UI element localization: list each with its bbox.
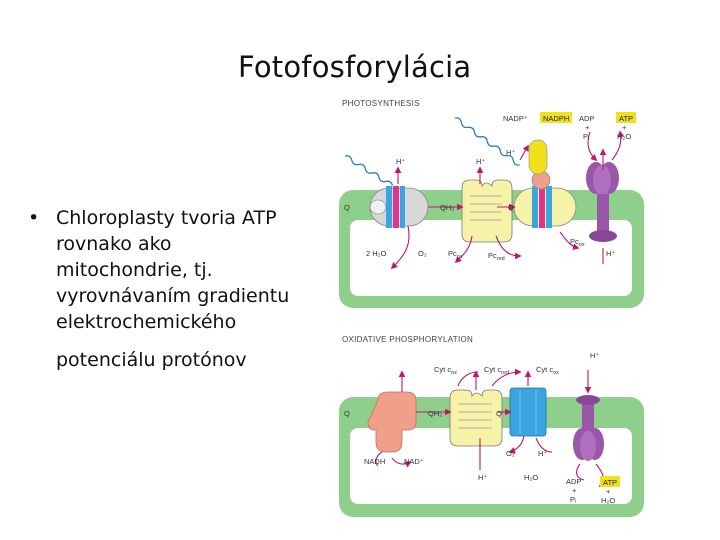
light-wave-2 bbox=[454, 117, 520, 166]
label-h-top-ox: H⁺ bbox=[590, 351, 599, 360]
complex-iv bbox=[509, 387, 547, 437]
bullet-line-5: elektrochemického bbox=[56, 311, 237, 333]
label-q-right-photo: Q bbox=[508, 203, 514, 212]
label-q-right-ox: Q bbox=[496, 409, 502, 418]
label-cyt-c-ox-1: Cyt cox bbox=[434, 365, 457, 376]
oxphos-heading: OXIDATIVE PHOSPHORYLATION bbox=[342, 335, 473, 344]
bullet-line-1: Chloroplasty tvoria ATP bbox=[56, 207, 277, 229]
label-h2o-ox: H₂O bbox=[524, 473, 538, 482]
label-pi-ox: Pᵢ bbox=[570, 495, 576, 504]
oxidative-phosphorylation-panel: OXIDATIVE PHOSPHORYLATION bbox=[339, 335, 644, 517]
label-q-left-ox: Q bbox=[344, 409, 350, 418]
label-h-b2-ox: H⁺ bbox=[478, 473, 487, 482]
label-pc-red: Pcred bbox=[488, 251, 505, 262]
bullet-line-3: mitochondrie, tj. bbox=[56, 259, 213, 281]
cytochrome-b6f bbox=[461, 179, 513, 243]
atp-synthase-oxphos bbox=[573, 395, 604, 461]
label-o2-ox: O₂ bbox=[506, 449, 515, 458]
psi-blue-band bbox=[532, 186, 538, 228]
fnr-enzyme bbox=[528, 139, 548, 175]
label-adp: ADP bbox=[579, 114, 594, 123]
bullet-text: • Chloroplasty tvoria ATP rovnako ako mi… bbox=[28, 205, 328, 373]
label-plus-1: + bbox=[585, 123, 590, 132]
label-o2-photo: O₂ bbox=[418, 249, 427, 258]
psii-side-lobe bbox=[369, 199, 387, 215]
label-h2o-2-ox: H₂O bbox=[601, 496, 615, 505]
label-pc-ox-1: Pcox bbox=[448, 249, 463, 260]
label-plus-2-ox: + bbox=[606, 487, 611, 496]
label-plus-2: + bbox=[622, 123, 627, 132]
label-h-top-2: H⁺ bbox=[476, 157, 485, 166]
complex-i bbox=[367, 391, 417, 453]
photosynthesis-heading: PHOTOSYNTHESIS bbox=[342, 99, 420, 108]
label-h-b1-ox: H⁺ bbox=[538, 449, 547, 458]
atp-synthase-photo bbox=[586, 162, 619, 242]
label-nadp: NADP⁺ bbox=[503, 114, 528, 123]
label-h-top-1: H⁺ bbox=[396, 157, 405, 166]
label-nadph: NADPH bbox=[543, 114, 569, 123]
atp-highlight-ox bbox=[600, 476, 620, 487]
nadph-highlight bbox=[540, 112, 572, 123]
psi-blue-band-2 bbox=[546, 186, 552, 228]
label-h-bottom-photo: H⁺ bbox=[606, 249, 615, 258]
bullet-line-2: rovnako ako bbox=[56, 233, 172, 255]
label-water: 2 H₂O bbox=[366, 249, 387, 258]
label-cyt-c-red: Cyt cred bbox=[484, 365, 509, 376]
label-nadh: NADH bbox=[364, 457, 385, 466]
label-pi: Pᵢ bbox=[583, 132, 589, 141]
label-atp-ox: ATP bbox=[603, 478, 617, 487]
label-qh2-photo: QH₂ bbox=[440, 203, 454, 212]
psii-blue-band bbox=[386, 186, 392, 228]
membrane-lumen bbox=[350, 220, 632, 296]
bullet-line-6: potenciálu protónov bbox=[56, 349, 247, 371]
psi-pink-band bbox=[539, 186, 545, 228]
bullet-dot: • bbox=[28, 207, 40, 229]
slide-title: Fotofosforylácia bbox=[238, 50, 472, 84]
label-nad: NAD⁺ bbox=[404, 457, 424, 466]
psii-pink-band bbox=[393, 186, 399, 228]
light-wave-1 bbox=[344, 155, 394, 186]
label-h2o-photo: H₂O bbox=[617, 132, 631, 141]
bullet-line-4: vyrovnávaním gradientu bbox=[56, 285, 290, 307]
label-h-top-3: H⁺ bbox=[506, 148, 515, 157]
label-plus-1-ox: + bbox=[572, 486, 577, 495]
atp-highlight bbox=[616, 112, 636, 123]
label-pc-ox-2: Pcox bbox=[570, 237, 585, 248]
membrane-matrix bbox=[350, 428, 632, 504]
complex-iii bbox=[449, 389, 503, 447]
label-adp-ox: ADP bbox=[566, 477, 581, 486]
label-atp: ATP bbox=[619, 114, 633, 123]
label-cyt-c-ox-2: Cyt cox bbox=[536, 365, 559, 376]
label-qh2-ox: QH₂ bbox=[428, 409, 442, 418]
photosynthesis-panel: PHOTOSYNTHESIS bbox=[339, 99, 644, 308]
psii-blue-band-2 bbox=[400, 186, 405, 228]
label-q-left-photo: Q bbox=[344, 203, 350, 212]
